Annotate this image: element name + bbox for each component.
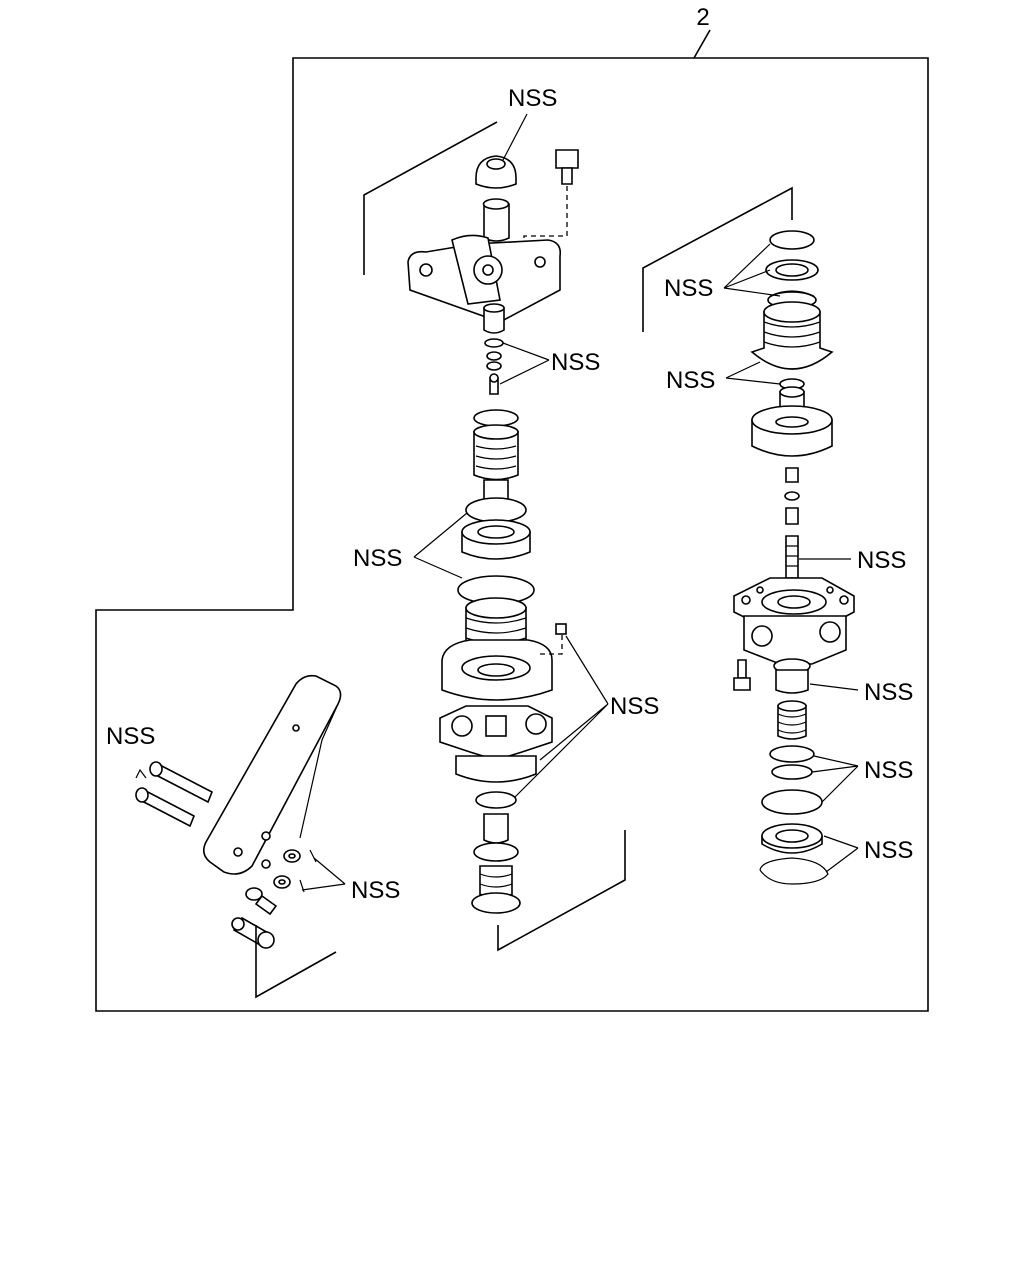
lower-guide-part <box>471 791 521 914</box>
upper-piston-part <box>473 409 519 504</box>
right-top-bracket <box>642 186 793 332</box>
nss-label-right-lower-seal: NSS <box>864 679 913 706</box>
assembly-frame <box>95 57 929 1012</box>
right-lower-spring <box>777 700 807 740</box>
nss-label-right-stem: NSS <box>857 547 906 574</box>
brake-pedal-arm <box>202 674 342 875</box>
center-top-bracket <box>363 121 498 275</box>
nss-label-right-lower-rings: NSS <box>864 757 913 784</box>
right-bottom-ring-stack <box>759 823 829 885</box>
nss-label-upper-piston: NSS <box>551 349 600 376</box>
bolt-part-top <box>523 149 579 252</box>
leader-right-lower-seal <box>809 683 859 691</box>
nss-label-body-fittings: NSS <box>610 693 659 720</box>
leader-pedal-clips <box>301 857 346 891</box>
main-valve-body <box>439 623 567 783</box>
bolt-part-right <box>733 659 751 691</box>
leader-right-lower-rings <box>811 755 859 803</box>
leader-middle-seals <box>413 512 468 579</box>
small-seal-stack <box>484 338 504 395</box>
plunger-part <box>482 198 510 242</box>
pedal-adjust-screw <box>231 887 278 949</box>
nss-label-right-diaphragm: NSS <box>666 367 715 394</box>
right-diaphragm-part <box>750 301 834 390</box>
pedal-bottom-bracket <box>255 925 337 999</box>
callout-number: 2 <box>696 4 709 31</box>
nss-label-top-cap: NSS <box>508 85 557 112</box>
right-valve-body <box>733 577 855 665</box>
right-lower-ring-stack <box>761 745 823 815</box>
nss-label-right-bottom-rings: NSS <box>864 837 913 864</box>
leader-right-diaphragm <box>725 361 781 385</box>
pedal-clips-washers <box>273 849 317 893</box>
leader-right-top-seals <box>723 243 781 297</box>
right-piston-part <box>751 386 833 457</box>
nss-label-middle-seals: NSS <box>353 545 402 572</box>
right-lower-seal-part <box>773 658 811 694</box>
middle-seal-stack <box>457 497 535 605</box>
top-housing-part <box>407 234 562 334</box>
right-top-seal-stack <box>765 230 819 309</box>
nss-label-pedal-clips: NSS <box>351 877 400 904</box>
leader-upper-piston <box>499 342 550 385</box>
leader-right-bottom-rings <box>823 835 859 873</box>
callout-leader <box>693 29 711 59</box>
pedal-pins-part <box>135 761 214 828</box>
right-stem-stack <box>784 467 800 579</box>
leader-top-cap <box>502 113 528 161</box>
center-bottom-bracket <box>497 830 626 952</box>
top-cap-part <box>475 155 517 189</box>
nss-label-right-top-seals: NSS <box>664 275 713 302</box>
nss-label-pedal-pins: NSS <box>106 723 155 750</box>
leader-body-fittings <box>511 635 609 801</box>
